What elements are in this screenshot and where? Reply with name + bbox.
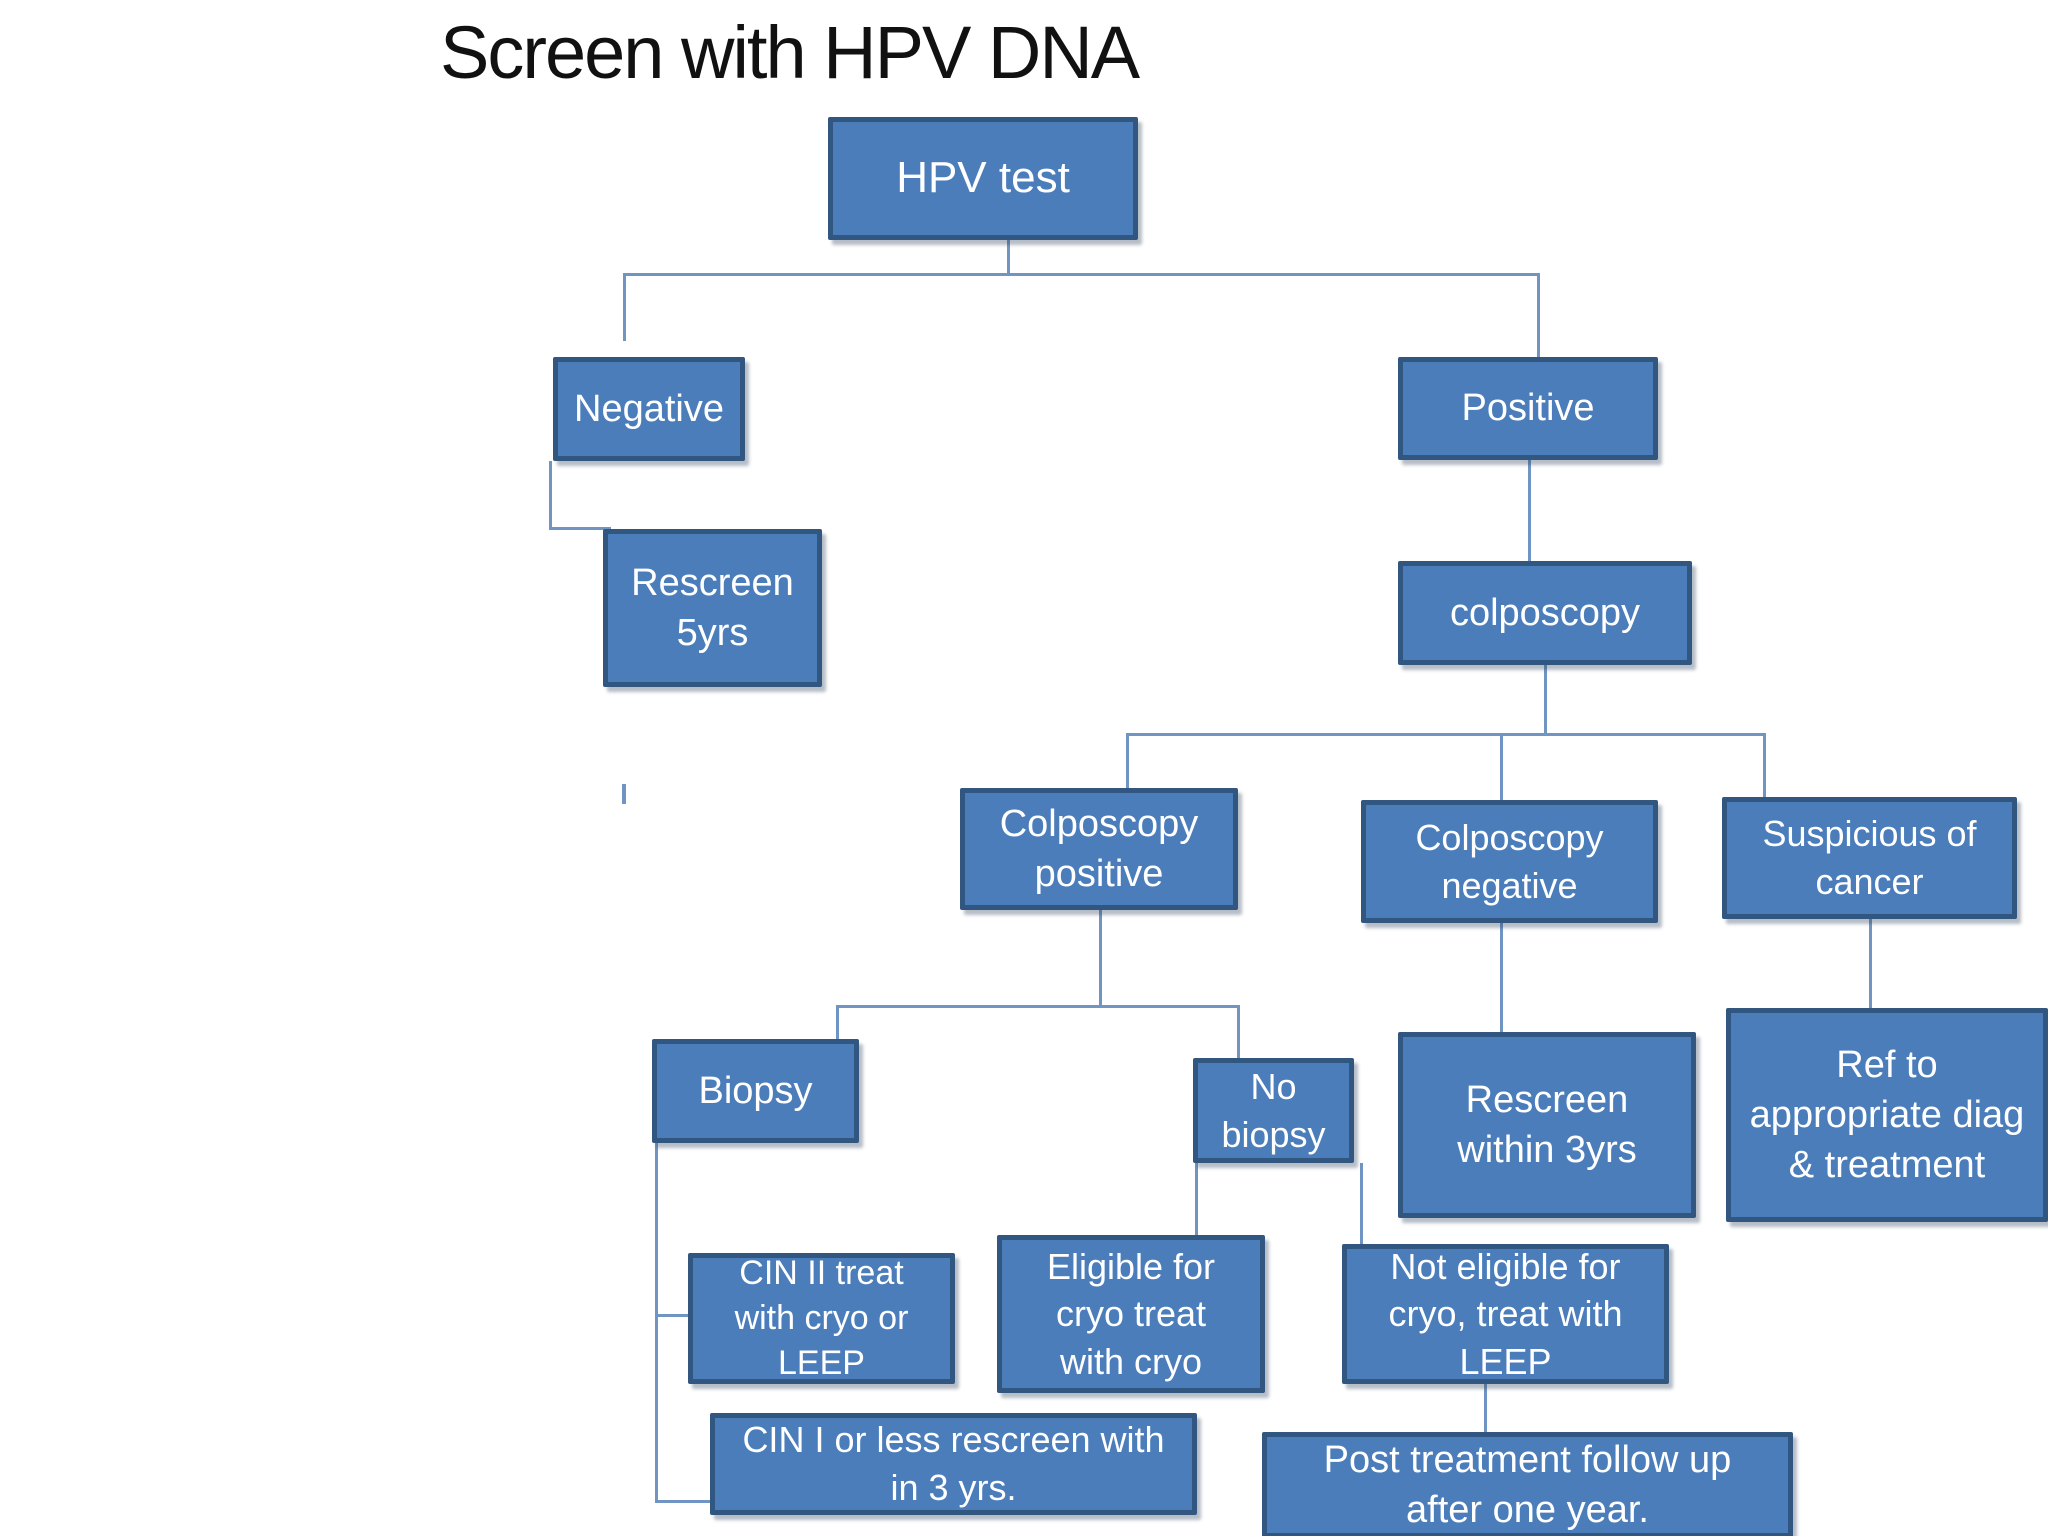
node-hpv-test: HPV test (828, 117, 1138, 240)
flowchart-connector (1537, 273, 1540, 357)
node-rescreen-5yrs: Rescreen 5yrs (603, 529, 822, 687)
flowchart-connector (1500, 733, 1503, 800)
flowchart-connector (836, 1005, 1237, 1008)
flowchart-connector (623, 273, 626, 341)
node-cin1-rescreen: CIN I or less rescreen with in 3 yrs. (710, 1413, 1197, 1515)
node-no-biopsy: No biopsy (1193, 1058, 1354, 1163)
node-ref-diag-treatment: Ref to appropriate diag & treatment (1726, 1008, 2048, 1222)
node-eligible-cryo: Eligible for cryo treat with cryo (997, 1235, 1265, 1393)
flowchart-connector (1500, 923, 1503, 1032)
flowchart-connector (1763, 733, 1766, 797)
flowchart-connector (836, 1005, 839, 1039)
slide-title: Screen with HPV DNA (440, 11, 1140, 94)
flowchart-connector (549, 461, 552, 528)
flowchart-connector (1484, 1384, 1487, 1432)
flowchart-connector (655, 1143, 658, 1502)
node-biopsy: Biopsy (652, 1039, 859, 1143)
node-rescreen-3yrs: Rescreen within 3yrs (1398, 1032, 1696, 1218)
flowchart-connector (1360, 1163, 1363, 1244)
node-colposcopy-negative: Colposcopy negative (1361, 800, 1658, 923)
flowchart-connector (1544, 665, 1547, 733)
flowchart-connector (655, 1314, 690, 1317)
flowchart-connector (549, 527, 611, 530)
node-positive: Positive (1398, 357, 1658, 460)
node-negative: Negative (553, 357, 745, 461)
node-not-eligible-leep: Not eligible for cryo, treat with LEEP (1342, 1244, 1669, 1384)
flowchart-connector (1099, 910, 1102, 1005)
node-colposcopy-positive: Colposcopy positive (960, 788, 1238, 910)
flowchart-connector (655, 1500, 712, 1503)
flowchart-connector (1007, 240, 1010, 273)
flowchart-connector (623, 273, 1537, 276)
flowchart-connector (1237, 1005, 1240, 1058)
flowchart-connector (1126, 733, 1763, 736)
node-cin2-cryo-leep: CIN II treat with cryo or LEEP (688, 1253, 955, 1384)
flowchart-connector (1195, 1163, 1198, 1235)
flowchart-connector (1869, 919, 1872, 1008)
node-suspicious-cancer: Suspicious of cancer (1722, 797, 2017, 919)
flowchart-connector (1528, 460, 1531, 561)
flowchart-connector (622, 784, 626, 804)
node-colposcopy: colposcopy (1398, 561, 1692, 665)
flowchart-connector (1126, 733, 1129, 788)
node-post-treatment: Post treatment follow up after one year. (1262, 1432, 1793, 1536)
